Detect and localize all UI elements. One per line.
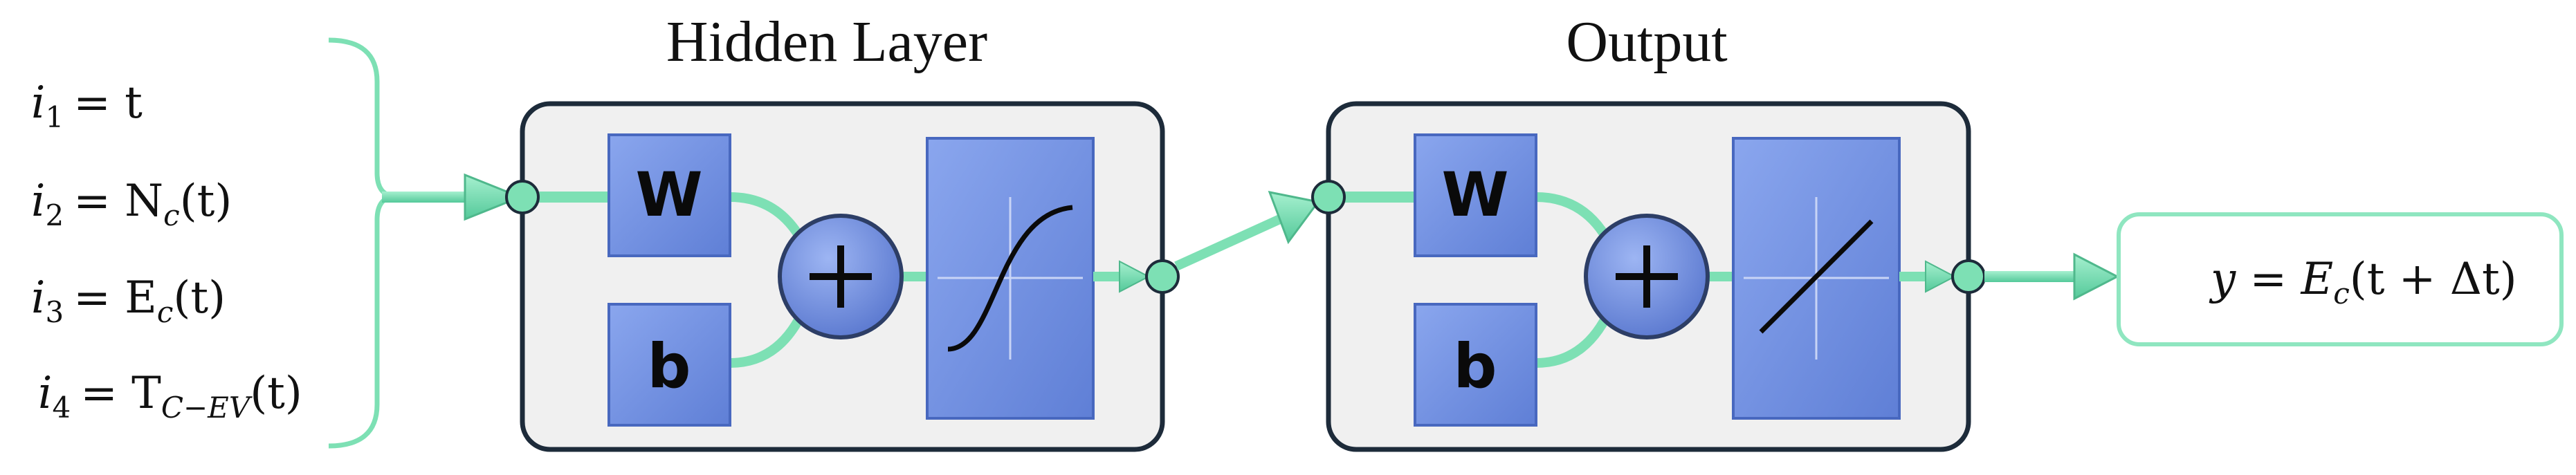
output-weight-block [1414,133,1537,257]
input-eq-3: i3= Ec(t) [31,272,226,329]
hidden-output-node [1145,259,1180,294]
output-layer-title: Output [1566,10,1727,74]
hidden-sigmoid-block [926,137,1095,420]
output-sum-node [1584,214,1710,339]
output-bias-label: b [1454,330,1497,402]
input-bracket [328,37,395,449]
input-eq-4: i4= TC−EV(t) [38,368,302,425]
output-input-node [1311,180,1346,214]
hidden-input-node [505,180,540,214]
output-output-node [1951,259,1986,294]
input-eq-1: i1= t [31,77,143,134]
output-equation-box: y = Ec(t + Δt) [2117,212,2564,346]
output-weight-label: W [1441,159,1508,230]
hidden-sum-node [778,214,904,339]
output-layer-block: W b [1311,101,1986,452]
output-linear-block [1732,137,1901,420]
hidden-weight-label: W [635,159,702,230]
output-bias-block [1414,303,1537,427]
input-arrow [382,173,524,221]
hidden-layer-title: Hidden Layer [666,10,987,74]
hidden-layer-block: W b [505,101,1180,452]
hidden-bias-label: b [648,330,691,402]
hidden-weight-block [608,133,731,257]
input-eq-2: i2= Nc(t) [31,176,232,232]
final-arrow [1984,252,2120,301]
hidden-bias-block [608,303,731,427]
hidden-to-output-arrow [1174,190,1320,271]
input-equations: i1= t i2= Nc(t) i3= Ec(t) i4= TC−EV(t) [31,77,302,425]
output-equation: y = Ec(t + Δt) [2209,254,2517,310]
